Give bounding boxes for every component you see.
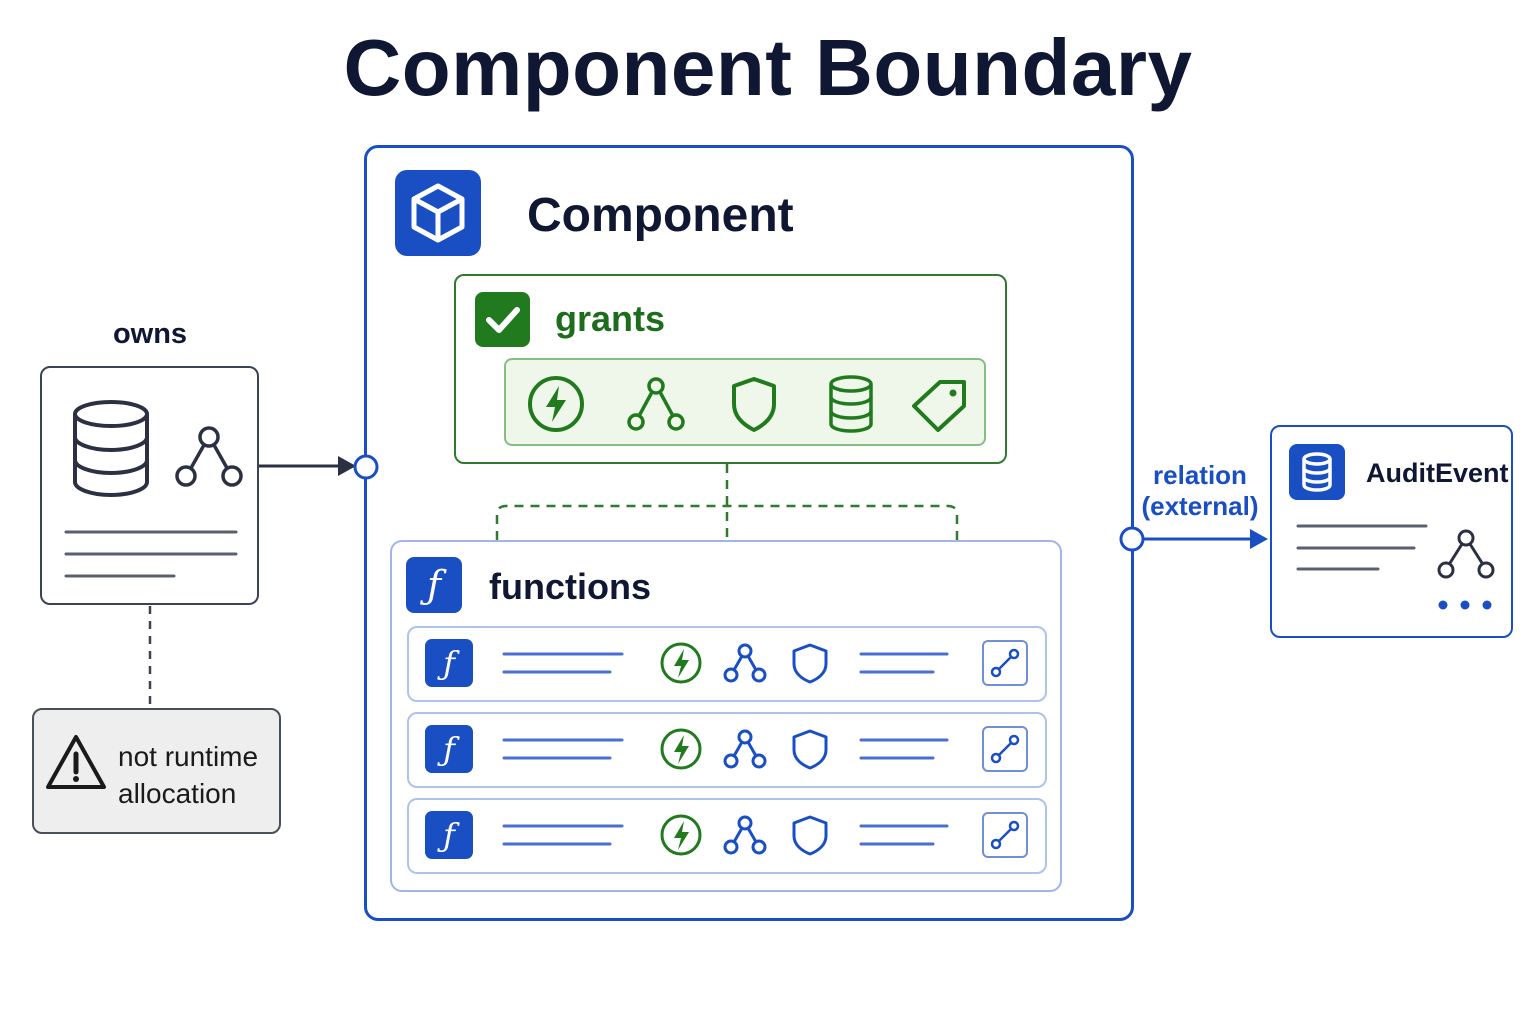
link-button[interactable] [982, 812, 1028, 858]
lightning-icon [660, 728, 702, 770]
function-icon: ƒ [425, 639, 473, 687]
warning-text: not runtime allocation [118, 738, 278, 812]
cube-icon [395, 170, 481, 256]
function-row[interactable] [407, 712, 1047, 788]
graph-icon [175, 426, 243, 487]
owned-resource-box[interactable] [40, 366, 259, 605]
shield-icon [792, 729, 828, 770]
link-button[interactable] [982, 726, 1028, 772]
shield-icon [792, 815, 828, 856]
lightning-icon [660, 642, 702, 684]
relation-line-1: relation [1153, 460, 1247, 490]
link-icon [990, 734, 1020, 764]
function-row-content-2 [502, 728, 949, 770]
function-row-content-1 [502, 642, 949, 684]
warning-line-1: not runtime [118, 741, 259, 772]
tag-icon [912, 380, 966, 432]
check-icon [475, 292, 530, 347]
more-dots [1438, 600, 1492, 610]
link-icon [990, 820, 1020, 850]
audit-event-title: AuditEvent [1366, 458, 1509, 488]
page-title: Component Boundary [343, 23, 1193, 112]
grants-title: grants [555, 298, 666, 339]
database-icon [829, 375, 873, 433]
relation-port [1119, 526, 1145, 552]
audit-event-box[interactable] [1270, 425, 1513, 638]
relation-label: relation (external) [1140, 460, 1260, 522]
link-icon [990, 648, 1020, 678]
grants-links [495, 464, 959, 540]
link-button[interactable] [982, 640, 1028, 686]
relation-line-2: (external) [1141, 491, 1259, 521]
owns-port [353, 454, 379, 480]
lightning-icon [660, 814, 702, 856]
database-icon [73, 400, 149, 498]
owns-label: owns [112, 318, 188, 350]
shield-icon [792, 643, 828, 684]
database-icon [1289, 444, 1345, 500]
graph-icon [627, 377, 685, 431]
grants-icon-strip [504, 358, 986, 446]
graph-icon [1437, 529, 1495, 579]
graph-icon [723, 815, 767, 855]
owns-arrow-head [338, 456, 356, 476]
functions-title: functions [489, 566, 651, 607]
function-row[interactable] [407, 626, 1047, 702]
function-icon: ƒ [406, 557, 462, 613]
function-icon: ƒ [425, 725, 473, 773]
lightning-icon [528, 376, 584, 432]
function-row[interactable] [407, 798, 1047, 874]
function-row-content-3 [502, 814, 949, 856]
warning-line-2: allocation [118, 778, 237, 809]
graph-icon [723, 729, 767, 769]
graph-icon [723, 643, 767, 683]
warning-icon [46, 735, 106, 789]
function-icon: ƒ [425, 811, 473, 859]
text-lines [64, 530, 238, 578]
relation-arrow-head [1250, 529, 1268, 549]
component-title: Component [527, 189, 794, 242]
audit-text-lines [1296, 524, 1428, 571]
shield-icon [732, 377, 776, 432]
